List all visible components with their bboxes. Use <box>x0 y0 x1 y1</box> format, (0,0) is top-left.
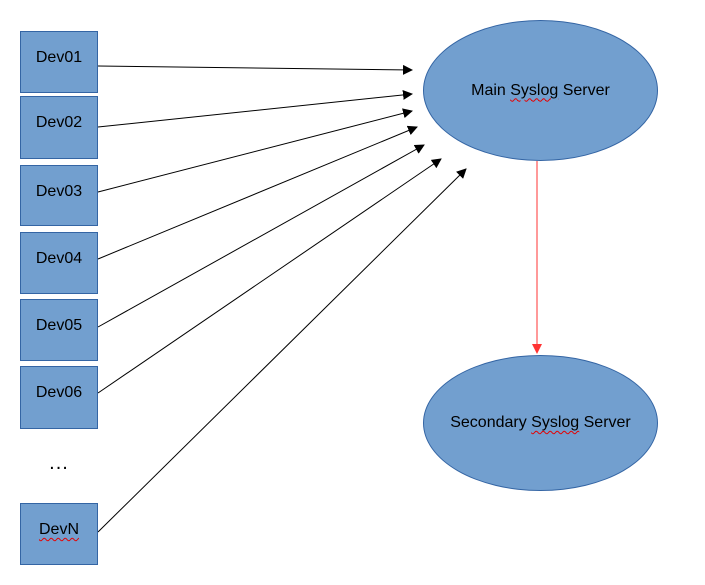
device-box-dev05: Dev05 <box>20 299 98 361</box>
device-label: Dev01 <box>35 49 83 66</box>
device-label: Dev06 <box>35 384 83 401</box>
arrow-dev01-to-main <box>97 64 413 75</box>
device-box-dev06: Dev06 <box>20 366 98 429</box>
secondary-syslog-server-node: Secondary Syslog Server <box>423 355 658 491</box>
device-box-dev02: Dev02 <box>20 96 98 159</box>
main-syslog-server-node: Main Syslog Server <box>423 20 658 161</box>
device-label: Dev02 <box>35 114 83 131</box>
arrow-dev02-to-main <box>97 89 413 128</box>
device-label: DevN <box>38 521 79 538</box>
device-box-dev04: Dev04 <box>20 232 98 294</box>
secondary-server-label: Secondary Syslog Server <box>450 414 631 431</box>
device-box-dev03: Dev03 <box>20 165 98 226</box>
arrow-dev05-to-main <box>97 144 425 328</box>
main-server-label: Main Syslog Server <box>471 81 610 99</box>
device-label: Dev03 <box>35 183 83 200</box>
device-box-devn: DevN <box>20 503 98 565</box>
device-label: Dev04 <box>35 250 83 267</box>
arrow-dev06-to-main <box>97 158 442 394</box>
arrow-dev03-to-main <box>97 108 413 193</box>
more-devices-ellipsis: ... <box>49 452 69 474</box>
spellcheck-word: Syslog <box>510 81 559 99</box>
device-box-dev01: Dev01 <box>20 31 98 93</box>
arrow-devn-to-main <box>97 168 467 533</box>
arrow-dev04-to-main <box>97 125 418 260</box>
device-label: Dev05 <box>35 317 83 334</box>
spellcheck-word: Syslog <box>531 414 580 431</box>
